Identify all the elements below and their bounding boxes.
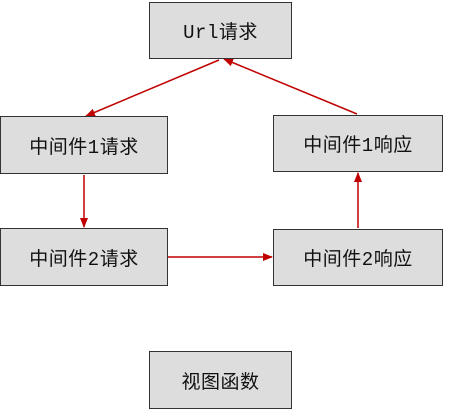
node-middleware1-request-label: 中间件1请求 xyxy=(29,136,139,159)
node-url-request-label: Url请求 xyxy=(183,22,258,44)
node-middleware1-response: 中间件1响应 xyxy=(273,115,443,172)
node-view-function: 视图函数 xyxy=(149,351,292,409)
node-middleware2-request: 中间件2请求 xyxy=(0,228,168,286)
arrow-url-to-mw1-request xyxy=(85,59,220,117)
node-middleware2-request-label: 中间件2请求 xyxy=(29,248,139,271)
arrow-mw1-response-to-url xyxy=(223,58,358,115)
node-url-request: Url请求 xyxy=(149,2,292,59)
node-middleware1-request: 中间件1请求 xyxy=(0,116,168,174)
node-middleware2-response-label: 中间件2响应 xyxy=(303,249,413,271)
node-view-function-label: 视图函数 xyxy=(181,371,260,394)
node-middleware1-response-label: 中间件1响应 xyxy=(303,135,413,157)
node-middleware2-response: 中间件2响应 xyxy=(273,229,443,286)
